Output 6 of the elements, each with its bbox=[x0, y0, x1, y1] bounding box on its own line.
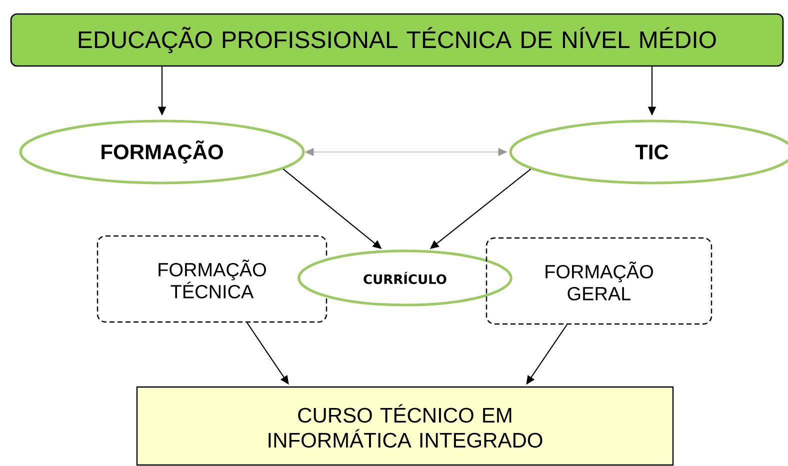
process-box: EDUCAÇÃO PROFISSIONAL TÉCNICA DE NÍVEL MÉDIO bbox=[10, 13, 784, 67]
dashed-box: FORMAÇÃO TÉCNICA bbox=[96, 235, 328, 323]
ellipse-node: FORMAÇÃO bbox=[19, 120, 305, 184]
result-box: CURSO TÉCNICO EM INFORMÁTICA INTEGRADO bbox=[136, 386, 674, 466]
dashed-box: FORMAÇÃO GERAL bbox=[486, 237, 712, 325]
ellipse-node: CURRÍCULO bbox=[298, 250, 512, 306]
